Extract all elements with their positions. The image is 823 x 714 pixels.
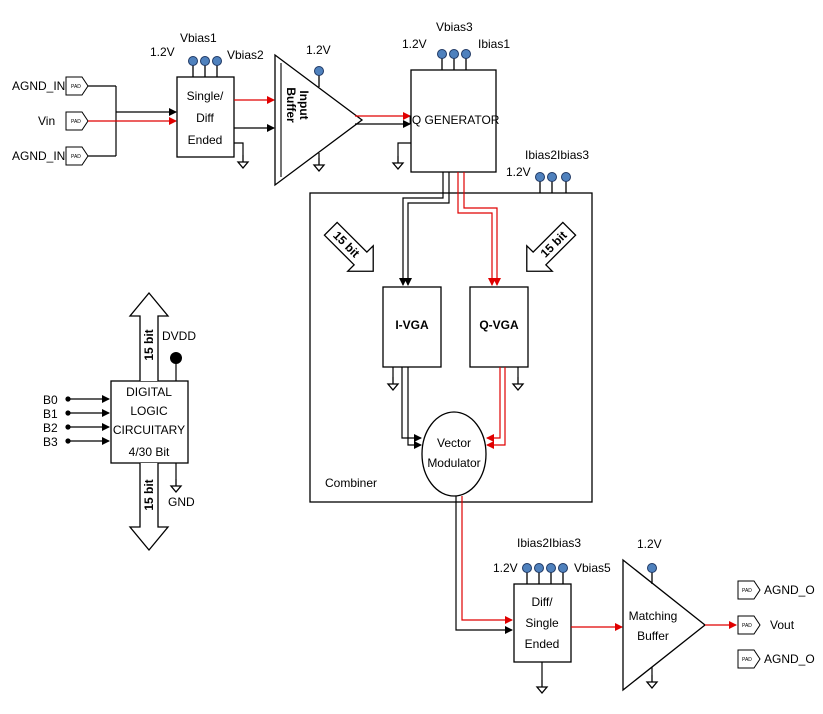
digital-bus-down-label: 15 bit xyxy=(142,479,156,510)
digital-logic-label-2: LOGIC xyxy=(130,404,168,418)
pad-agnd-in-top: PAD xyxy=(65,76,89,96)
svg-text:PAD: PAD xyxy=(742,623,752,629)
digital-bus-up-label: 15 bit xyxy=(142,329,156,360)
digital-bus-up-arrow: 15 bit xyxy=(128,291,170,381)
vector-modulator-label-2: Modulator xyxy=(427,456,480,470)
diff-single-gnd-icon xyxy=(536,679,548,694)
single-diff-gnd-icon xyxy=(237,154,249,169)
q-vga-15bit-arrow: 15 bit xyxy=(526,221,577,272)
input-buffer-gnd-icon xyxy=(313,157,325,172)
q-vga-box xyxy=(469,286,529,368)
pad-vin: PAD xyxy=(65,111,89,131)
diff-single-supply: 1.2V xyxy=(493,561,518,575)
matching-buffer-supply: 1.2V xyxy=(637,537,662,551)
svg-text:PAD: PAD xyxy=(742,657,752,663)
svg-text:PAD: PAD xyxy=(71,119,81,125)
combiner-label: Combiner xyxy=(325,476,377,490)
iq-to-vga-wiring xyxy=(399,172,506,449)
pin-agnd-in-top: AGND_IN xyxy=(12,79,65,93)
svg-text:PAD: PAD xyxy=(71,154,81,160)
dvdd-label: DVDD xyxy=(162,329,196,343)
pad-vout: PAD xyxy=(737,615,761,635)
pad-agnd-in-bottom: PAD xyxy=(65,146,89,166)
iq-generator-label: IQ GENERATOR xyxy=(409,113,500,127)
i-vga-gnd-icon xyxy=(387,376,399,391)
input-pads: AGND_IN Vin AGND_IN PAD PAD PAD xyxy=(12,76,89,166)
input-wiring xyxy=(88,85,177,157)
digital-logic-label-1: DIGITAL xyxy=(126,385,172,399)
svg-text:PAD: PAD xyxy=(71,84,81,90)
q-vga-gnd-icon xyxy=(512,376,524,391)
digital-input-b3: B3 xyxy=(43,435,58,449)
pin-agnd-in-bottom: AGND_IN xyxy=(12,149,65,163)
combiner-supply: 1.2V xyxy=(506,165,531,179)
pin-agnd-o-bottom: AGND_O xyxy=(764,652,815,666)
iq-supply: 1.2V xyxy=(402,37,427,51)
i-vga-15bit-arrow: 15 bit xyxy=(323,221,374,272)
input-buffer-label-1: Input xyxy=(297,90,311,119)
pad-agnd-o-top: PAD xyxy=(737,580,761,600)
vector-modulator-label-1: Vector xyxy=(437,436,471,450)
svg-text:PAD: PAD xyxy=(742,588,752,594)
single-diff-supply: 1.2V xyxy=(150,45,175,59)
digital-logic-label-3: CIRCUITARY xyxy=(113,423,185,437)
iq-gnd-icon xyxy=(392,155,404,170)
single-diff-vbias1: Vbias1 xyxy=(180,31,217,45)
diff-single-label-2: Single xyxy=(525,616,559,630)
single-diff-ended-block: Single/ Diff Ended 1.2V Vbias1 Vbias2 xyxy=(150,31,264,169)
single-diff-label-2: Diff xyxy=(196,111,214,125)
pin-vout: Vout xyxy=(770,618,795,632)
iq-ibias1: Ibias1 xyxy=(478,37,510,51)
pad-agnd-o-bottom: PAD xyxy=(737,649,761,669)
diff-single-vbias5: Vbias5 xyxy=(574,561,611,575)
matching-buffer-label-1: Matching xyxy=(629,609,678,623)
iq-generator-block: IQ GENERATOR 1.2V Vbias3 Ibias1 xyxy=(392,20,510,173)
i-vga-box xyxy=(382,286,442,368)
q-vga-label: Q-VGA xyxy=(479,318,519,332)
single-diff-label-3: Ended xyxy=(188,133,223,147)
single-diff-vbias2: Vbias2 xyxy=(227,48,264,62)
input-buffer-label-2: Buffer xyxy=(284,87,298,123)
output-pads: PAD PAD PAD AGND_O Vout AGND_O xyxy=(737,580,815,669)
pin-vin: Vin xyxy=(38,114,55,128)
combiner-block: Combiner 1.2V Ibias2Ibias3 15 bit 15 bit… xyxy=(309,148,593,503)
digital-bus-down-arrow: 15 bit xyxy=(128,463,170,552)
diff-single-label-1: Diff/ xyxy=(531,595,553,609)
input-buffer-block: Input Buffer 1.2V xyxy=(274,43,364,187)
single-diff-label-1: Single/ xyxy=(187,89,224,103)
diff-single-label-3: Ended xyxy=(525,637,560,651)
iq-vbias3: Vbias3 xyxy=(436,20,473,34)
combiner-ibias: Ibias2Ibias3 xyxy=(525,148,589,162)
modulator-to-diff-wiring xyxy=(455,496,513,634)
dvdd-pin-icon xyxy=(170,352,182,364)
i-vga-label: I-VGA xyxy=(395,318,429,332)
pin-agnd-o-top: AGND_O xyxy=(764,583,815,597)
matching-buffer-label-2: Buffer xyxy=(637,629,669,643)
digital-logic-label-4: 4/30 Bit xyxy=(129,445,170,459)
matching-buffer-block: Matching Buffer 1.2V xyxy=(622,537,707,692)
digital-gnd-icon xyxy=(170,478,182,493)
digital-input-b1: B1 xyxy=(43,407,58,421)
digital-input-b0: B0 xyxy=(43,393,58,407)
digital-input-b2: B2 xyxy=(43,421,58,435)
input-buffer-supply: 1.2V xyxy=(306,43,331,57)
diff-single-ibias: Ibias2Ibias3 xyxy=(517,536,581,550)
vector-modulator-circle xyxy=(421,411,487,497)
matching-buffer-gnd-icon xyxy=(646,674,658,689)
diff-single-ended-block: Diff/ Single Ended 1.2V Ibias2Ibias3 Vbi… xyxy=(493,536,611,694)
digital-logic-block: DIGITAL LOGIC CIRCUITARY 4/30 Bit 15 bit… xyxy=(43,291,196,552)
digital-gnd-label: GND xyxy=(168,495,195,509)
